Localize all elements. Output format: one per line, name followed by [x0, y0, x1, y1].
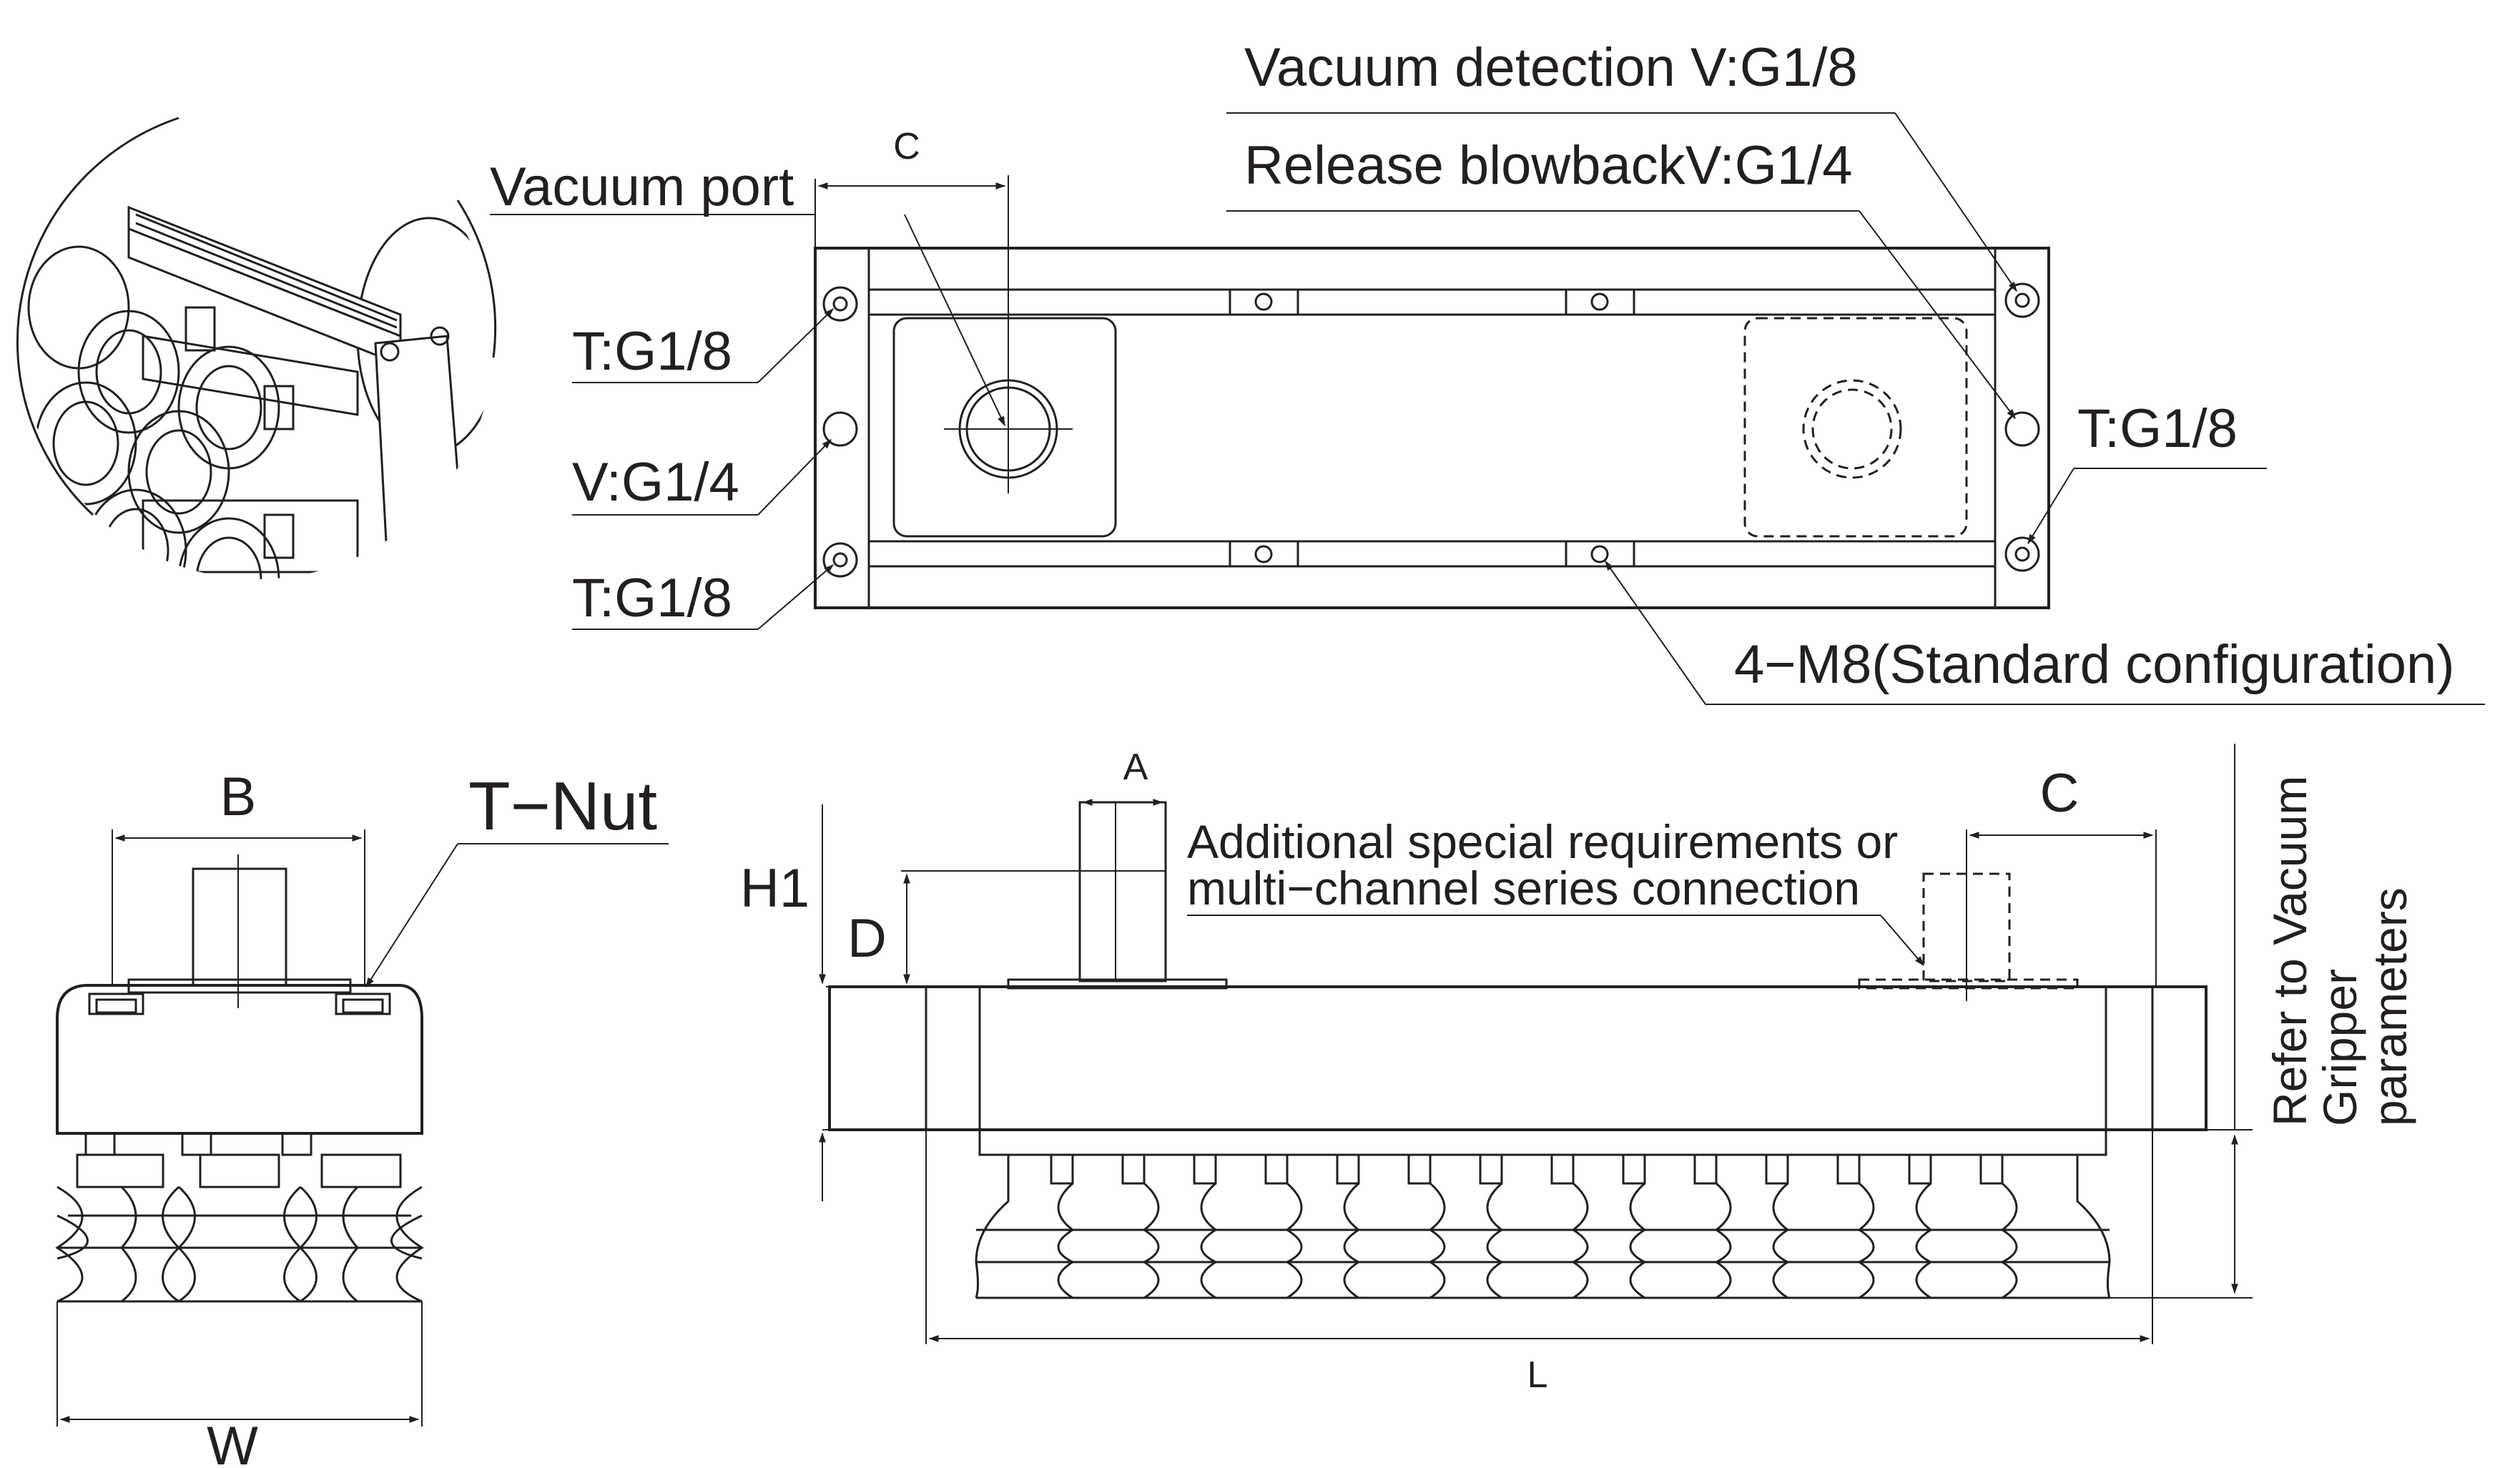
dimension-b: B: [220, 767, 257, 827]
t-nut-label: T−Nut: [468, 768, 657, 844]
refer-line-2: Gripper: [2313, 969, 2366, 1126]
m8-label: 4−M8(Standard configuration): [1734, 634, 2455, 695]
bellows-cups: [55, 1186, 424, 1303]
t-g18-left-bottom-label: T:G1/8: [572, 568, 732, 629]
top-view: C Vacuum port Vacuum detection V:G1/8 Re…: [490, 37, 2485, 705]
t-nut-slot: [88, 992, 391, 1015]
dimension-l: L: [1527, 1354, 1548, 1396]
perspective-view: [16, 117, 497, 579]
side-bellows-cups: [975, 1153, 2111, 1299]
dimension-d: D: [847, 908, 887, 969]
dimension-c-side: C: [2040, 763, 2080, 824]
vacuum-port-label: Vacuum port: [490, 157, 794, 217]
dimension-w: W: [207, 1416, 258, 1464]
note-line-2: multi−channel series connection: [1187, 862, 1860, 915]
side-view: H1 D A C Additional special requirements…: [740, 744, 2416, 1396]
dimension-c-top: C: [893, 126, 920, 167]
refer-line-1: Refer to Vacuum: [2263, 776, 2316, 1126]
dimension-a: A: [1123, 747, 1148, 788]
refer-line-3: parameters: [2363, 887, 2416, 1126]
v-g14-label: V:G1/4: [572, 452, 739, 513]
vacuum-detection-label: Vacuum detection V:G1/8: [1244, 37, 1858, 98]
m8-hole: [1254, 292, 1609, 563]
port-holes: [822, 282, 2040, 578]
dimension-h1: H1: [740, 858, 809, 919]
end-view: B T−Nut W: [55, 767, 669, 1468]
t-g18-right-label: T:G1/8: [2077, 398, 2238, 459]
release-blowback-label: Release blowbackV:G1/4: [1244, 135, 1853, 196]
note-line-1: Additional special requirements or: [1187, 815, 1898, 868]
t-g18-left-top-label: T:G1/8: [572, 321, 732, 382]
